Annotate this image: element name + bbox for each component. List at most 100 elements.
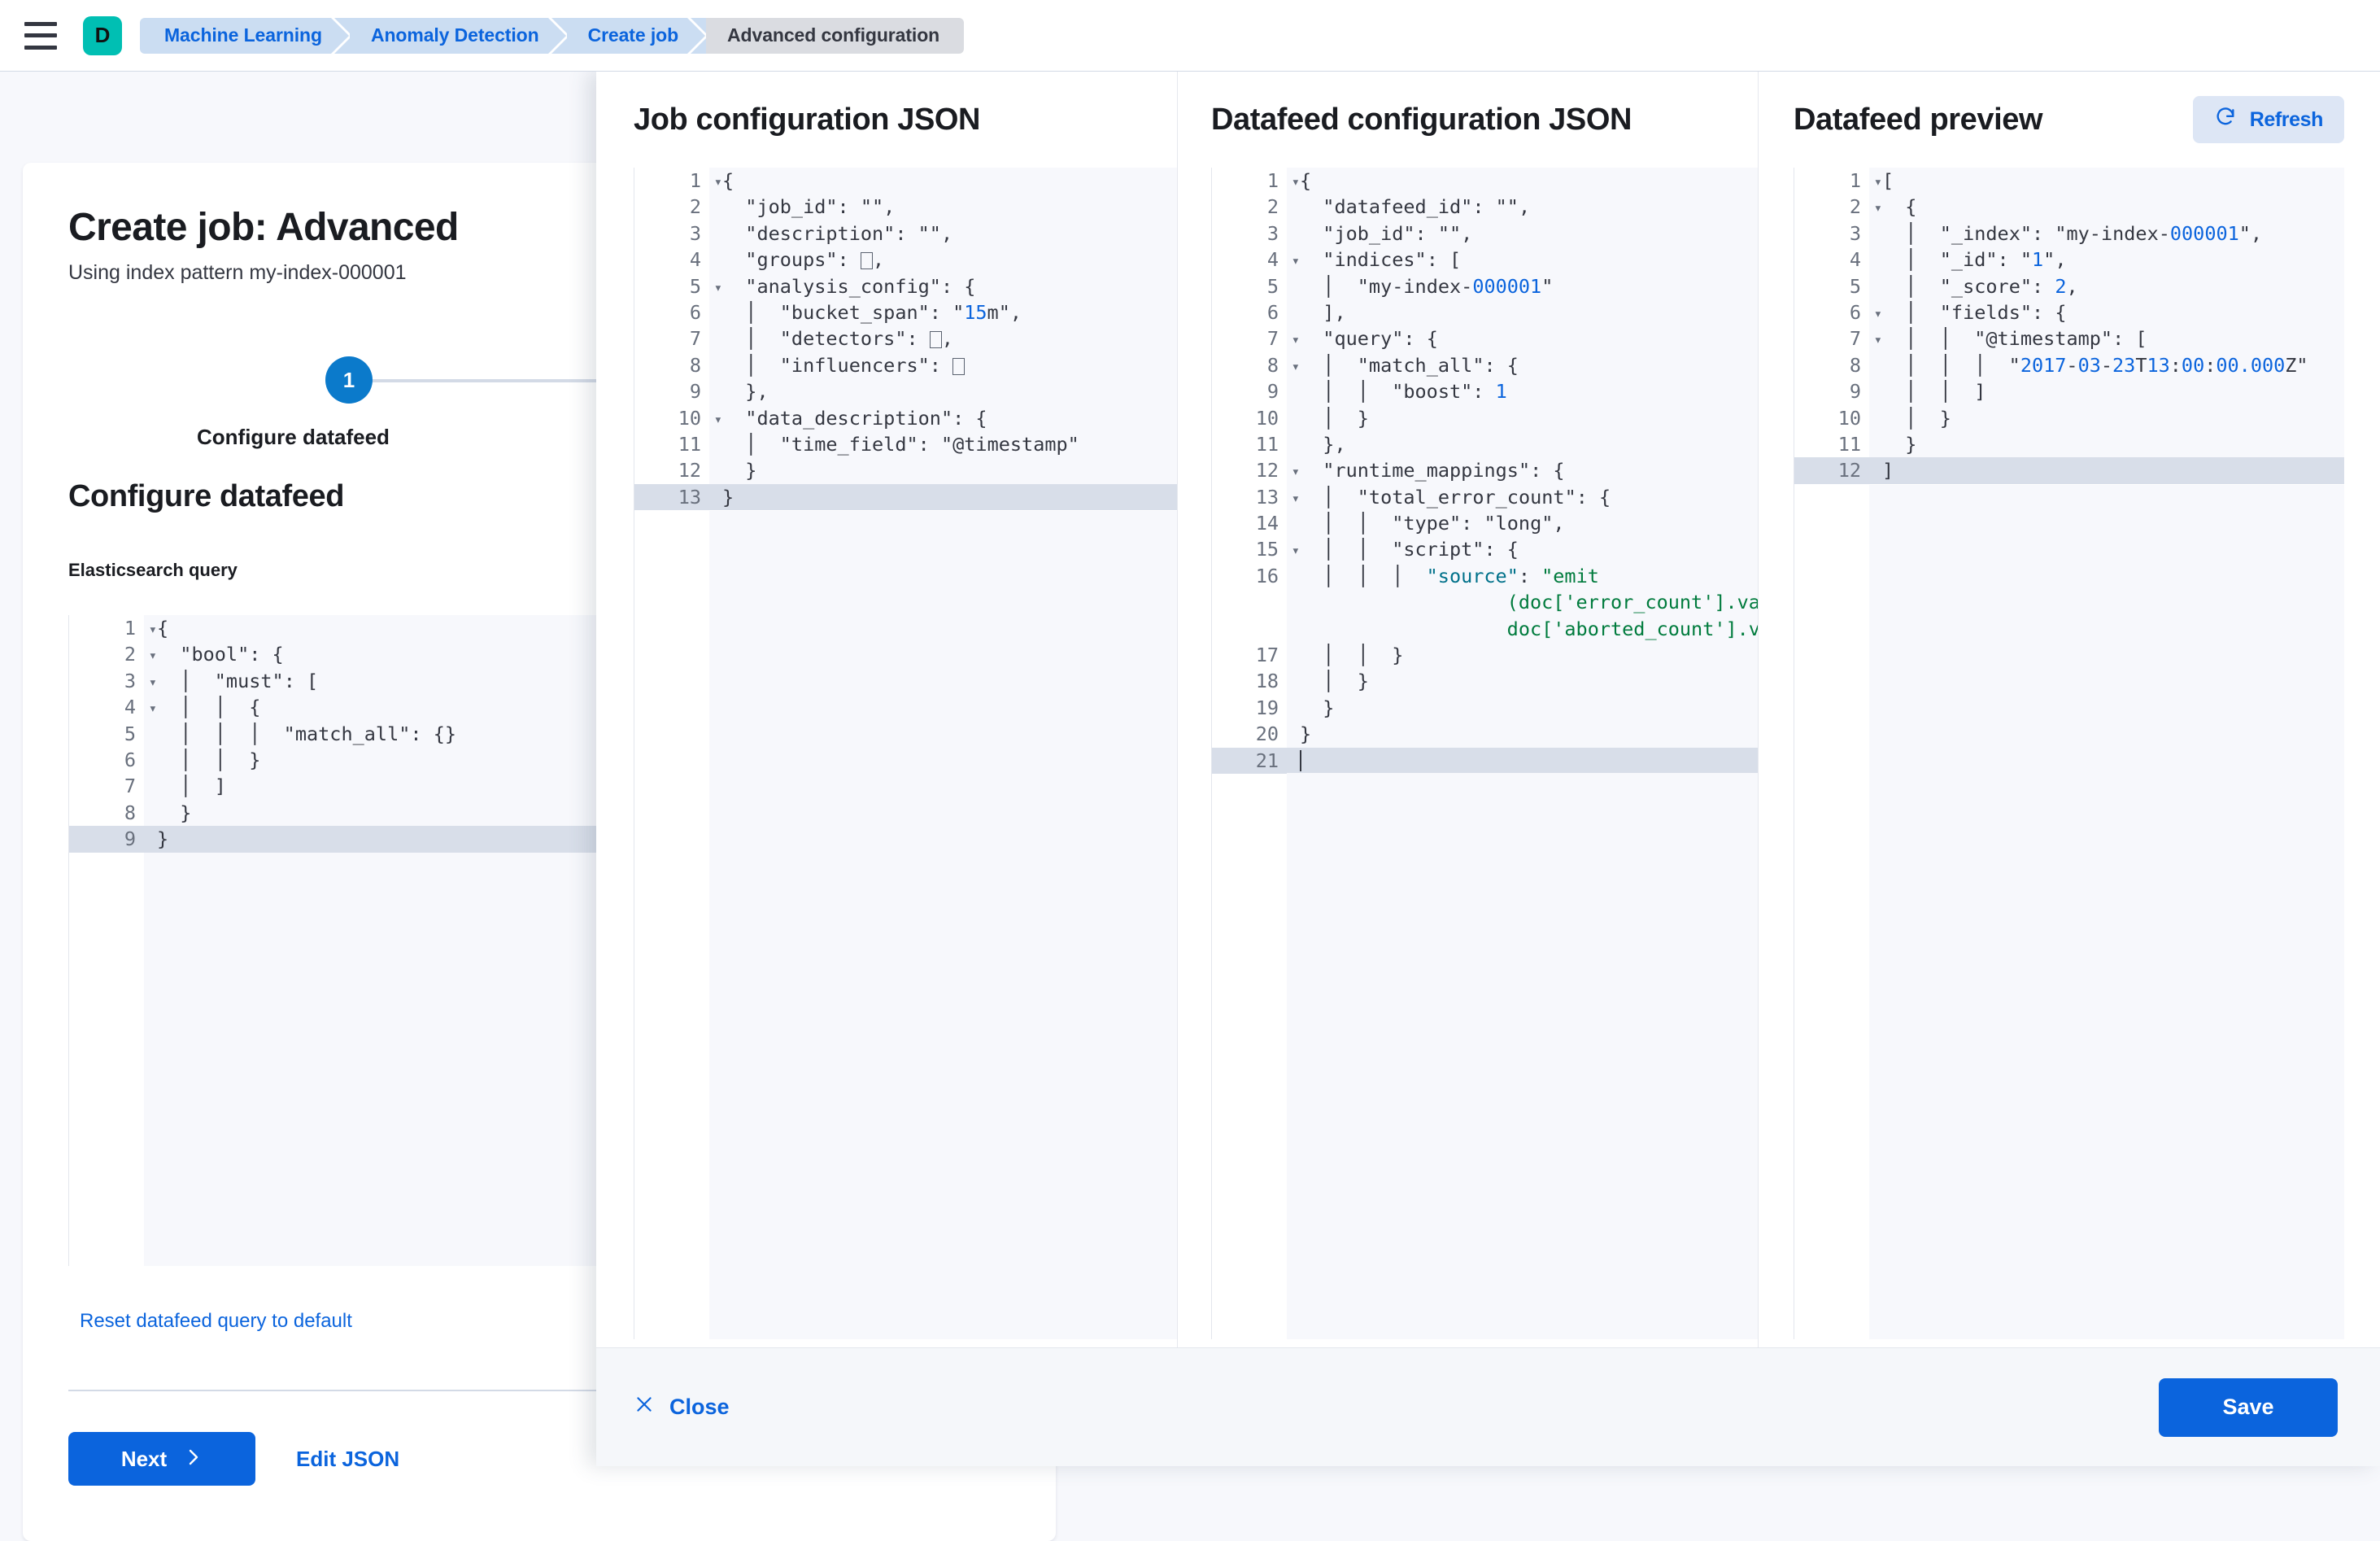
code-text: │ "fields": { — [1869, 299, 2344, 326]
fold-arrow-icon[interactable]: ▾ — [1873, 332, 1882, 349]
fold-arrow-icon[interactable]: ▾ — [1291, 490, 1300, 507]
job-configuration-editor[interactable]: 1▾{2 "job_id": "",3 "description": "",4 … — [634, 168, 1177, 1339]
line-number: 5 — [1266, 274, 1279, 298]
fold-arrow-icon[interactable]: ▾ — [148, 648, 157, 665]
code-line[interactable]: 8▾ │ "match_all": { — [1212, 351, 1758, 379]
code-line[interactable]: 7▾ │ │ "@timestamp": [ — [1794, 325, 2344, 352]
code-line[interactable]: 9 }, — [634, 378, 1177, 405]
fold-arrow-icon[interactable]: ▾ — [148, 622, 157, 638]
fold-arrow-icon[interactable]: ▾ — [1291, 332, 1300, 349]
code-line[interactable]: 10 │ } — [1794, 404, 2344, 431]
code-line[interactable]: 13} — [634, 483, 1177, 511]
close-button[interactable]: Close — [634, 1394, 730, 1421]
code-line[interactable]: 4▾ "indices": [ — [1212, 247, 1758, 273]
line-number: 9 — [1266, 380, 1279, 404]
code-line[interactable]: 6 │ "bucket_span": "15m", — [634, 299, 1177, 326]
code-line[interactable]: 11 }, — [1212, 430, 1758, 458]
code-text: "data_description": { — [709, 404, 1177, 431]
code-line[interactable]: 5 │ "my-index-000001" — [1212, 273, 1758, 299]
step-circle-1[interactable]: 1 — [325, 356, 373, 404]
line-number: 3 — [1849, 221, 1861, 245]
datafeed-preview-editor[interactable]: 1▾[2▾ {3 │ "_index": "my-index-000001",4… — [1794, 168, 2344, 1339]
refresh-button[interactable]: Refresh — [2192, 96, 2344, 143]
code-line[interactable]: 3 "job_id": "", — [1212, 220, 1758, 247]
code-line[interactable]: 8 │ │ │ "2017-03-23T13:00:00.000Z" — [1794, 351, 2344, 379]
code-line[interactable]: 12 } — [634, 457, 1177, 484]
code-text: "job_id": "", — [709, 194, 1177, 220]
line-number: 3 — [689, 221, 701, 245]
save-button[interactable]: Save — [2159, 1377, 2338, 1437]
code-line[interactable]: 10 │ } — [1212, 404, 1758, 431]
code-text: "datafeed_id": "", — [1287, 194, 1758, 220]
next-button[interactable]: Next — [68, 1432, 255, 1486]
code-line[interactable]: 21 — [1212, 747, 1758, 775]
code-line[interactable]: 6▾ │ "fields": { — [1794, 299, 2344, 326]
code-line[interactable]: 14 │ │ "type": "long", — [1212, 510, 1758, 537]
panel-preview-title: Datafeed preview — [1794, 103, 2043, 137]
fold-arrow-icon[interactable]: ▾ — [1873, 200, 1882, 217]
code-line[interactable]: 11 │ "time_field": "@timestamp" — [634, 430, 1177, 458]
code-line[interactable]: 1▾{ — [1212, 168, 1758, 194]
breadcrumb-item-advanced-configuration[interactable]: Advanced configuration — [706, 17, 965, 54]
fold-arrow-icon[interactable]: ▾ — [713, 279, 722, 296]
code-line[interactable]: 2▾ { — [1794, 194, 2344, 220]
line-number: 4 — [1849, 248, 1861, 272]
reset-datafeed-query-link[interactable]: Reset datafeed query to default — [80, 1310, 352, 1332]
fold-arrow-icon[interactable]: ▾ — [1291, 174, 1300, 190]
flyout-footer: Close Save — [596, 1347, 2380, 1466]
panel-datafeed-title-row: Datafeed configuration JSON — [1211, 72, 1758, 168]
code-line[interactable]: 9 │ │ ] — [1794, 378, 2344, 405]
fold-arrow-icon[interactable]: ▾ — [1291, 358, 1300, 375]
code-line[interactable]: 15▾ │ │ "script": { — [1212, 536, 1758, 563]
code-line[interactable]: 1▾[ — [1794, 168, 2344, 194]
code-line[interactable]: 5▾ "analysis_config": { — [634, 273, 1177, 299]
code-line[interactable]: 3 │ "_index": "my-index-000001", — [1794, 220, 2344, 247]
code-line[interactable]: 20} — [1212, 721, 1758, 748]
code-line[interactable]: 1▾{ — [634, 168, 1177, 194]
code-line[interactable]: 13▾ │ "total_error_count": { — [1212, 483, 1758, 511]
fold-arrow-icon[interactable]: ▾ — [713, 174, 722, 190]
code-line[interactable]: 8 │ "influencers": — [634, 351, 1177, 379]
code-line[interactable]: 2 "job_id": "", — [634, 194, 1177, 220]
code-line[interactable]: 12] — [1794, 457, 2344, 484]
fold-arrow-icon[interactable]: ▾ — [1873, 174, 1882, 190]
line-number: 10 — [1255, 406, 1279, 430]
panel-job-title-row: Job configuration JSON — [634, 72, 1177, 168]
app-badge[interactable]: D — [83, 15, 122, 55]
breadcrumb-item-create-job[interactable]: Create job — [566, 17, 708, 54]
breadcrumb-item-anomaly-detection[interactable]: Anomaly Detection — [349, 17, 568, 54]
edit-json-button[interactable]: Edit JSON — [296, 1446, 400, 1471]
fold-arrow-icon[interactable]: ▾ — [1291, 253, 1300, 270]
code-line[interactable]: 7 │ "detectors": , — [634, 325, 1177, 352]
code-line[interactable]: 2 "datafeed_id": "", — [1212, 194, 1758, 220]
code-line[interactable]: 4 │ "_id": "1", — [1794, 247, 2344, 273]
line-number: 6 — [124, 748, 136, 771]
code-line[interactable]: 6 ], — [1212, 299, 1758, 326]
code-line[interactable]: 12▾ "runtime_mappings": { — [1212, 457, 1758, 484]
code-line[interactable]: 16 │ │ │ "source": "emit (doc['error_cou… — [1212, 562, 1758, 643]
fold-arrow-icon[interactable]: ▾ — [1873, 305, 1882, 322]
line-number: 8 — [124, 801, 136, 824]
fold-arrow-icon[interactable]: ▾ — [1291, 464, 1300, 481]
code-line[interactable]: 3 "description": "", — [634, 220, 1177, 247]
code-line[interactable]: 18 │ } — [1212, 668, 1758, 695]
hamburger-menu-icon[interactable] — [24, 21, 62, 50]
code-line[interactable]: 7▾ "query": { — [1212, 325, 1758, 352]
editor-filler — [709, 511, 1177, 1339]
code-line[interactable]: 4 "groups": , — [634, 247, 1177, 273]
breadcrumb-chevron-icon — [687, 17, 708, 54]
breadcrumb-item-machine-learning[interactable]: Machine Learning — [140, 17, 351, 54]
code-text: │ "_index": "my-index-000001", — [1869, 220, 2344, 247]
datafeed-configuration-editor[interactable]: 1▾{2 "datafeed_id": "",3 "job_id": "",4▾… — [1211, 168, 1758, 1339]
code-text: } — [722, 485, 734, 509]
fold-arrow-icon[interactable]: ▾ — [1291, 543, 1300, 560]
fold-arrow-icon[interactable]: ▾ — [713, 411, 722, 428]
fold-arrow-icon[interactable]: ▾ — [148, 701, 157, 718]
code-line[interactable]: 11 } — [1794, 430, 2344, 458]
code-line[interactable]: 10▾ "data_description": { — [634, 404, 1177, 431]
code-line[interactable]: 5 │ "_score": 2, — [1794, 273, 2344, 299]
code-line[interactable]: 19 } — [1212, 694, 1758, 722]
fold-arrow-icon[interactable]: ▾ — [148, 674, 157, 691]
code-line[interactable]: 9 │ │ "boost": 1 — [1212, 378, 1758, 405]
code-line[interactable]: 17 │ │ } — [1212, 642, 1758, 669]
